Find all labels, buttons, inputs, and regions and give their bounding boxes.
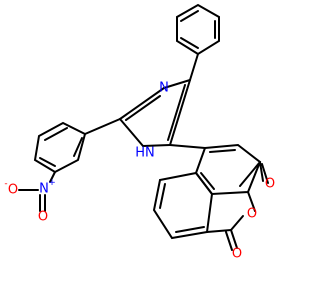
anhydride-o-ring-label: O [247, 207, 257, 222]
imidazole-nh-label: HN [135, 146, 155, 161]
imidazole-n-label: N [159, 81, 169, 96]
nitro-group [18, 189, 46, 212]
imidazole-ring [119, 79, 191, 147]
naphthalic-anhydride [152, 143, 269, 251]
structure-canvas: N + O - O N HN O O O [4, 3, 275, 262]
nitro-o-label: O [38, 210, 48, 225]
nitro-o-charge: - [4, 179, 7, 189]
nitro-n-label: N [39, 182, 49, 197]
molecule-diagram: N + O - O N HN O O O [4, 3, 275, 262]
nitro-n-charge: + [48, 178, 56, 188]
anhydride-o-bottom-label: O [232, 247, 242, 262]
nitrophenyl-ring [33, 118, 121, 183]
phenyl-ring [176, 3, 220, 81]
anhydride-o-top-label: O [265, 177, 275, 192]
nitro-o-minus-label: O [8, 183, 18, 198]
